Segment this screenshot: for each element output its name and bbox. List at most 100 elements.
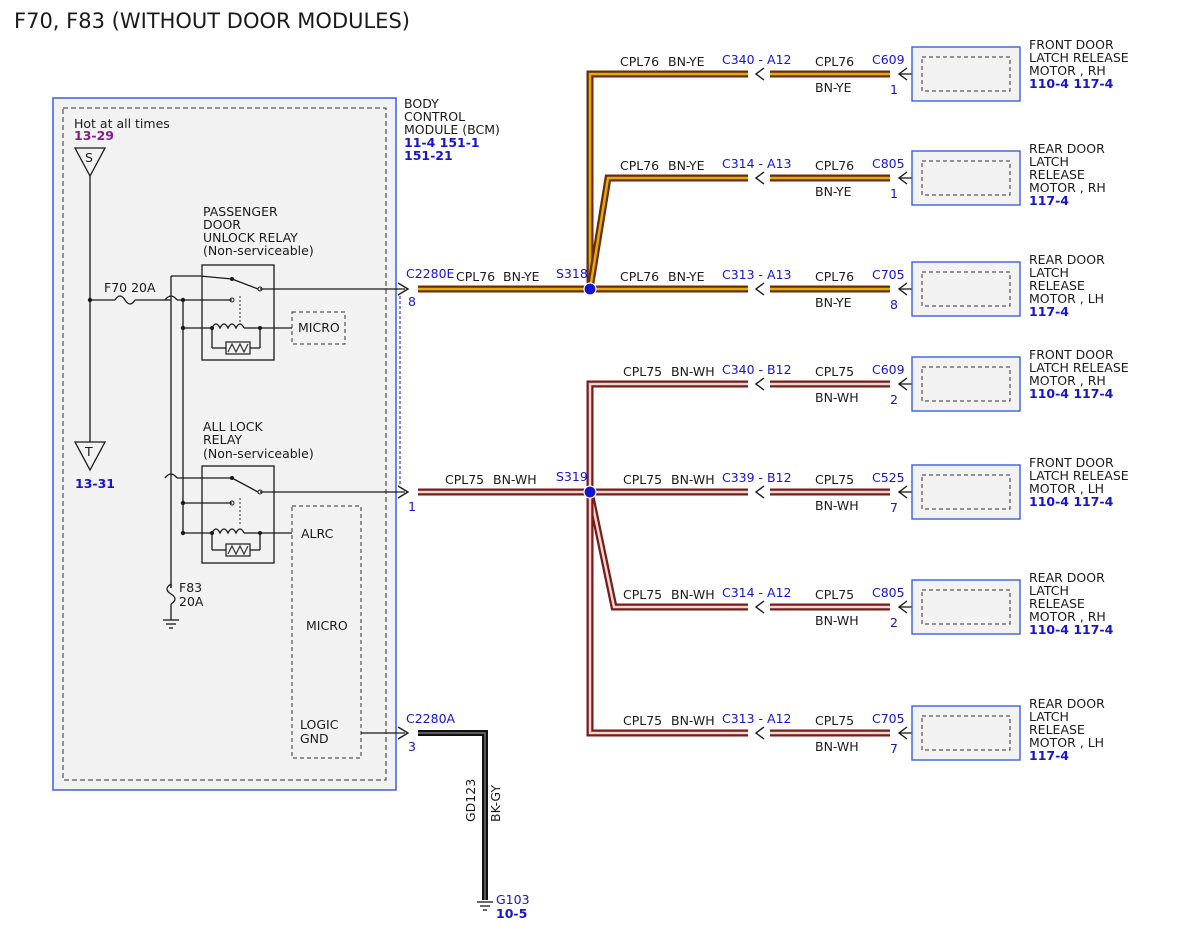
inline-connector-arrow [754, 282, 765, 296]
branch-inline-connector: C314 - A13 [722, 156, 792, 171]
motor-inner-dashed [921, 589, 1011, 625]
c2280e-pin1: 1 [408, 499, 416, 514]
bcm-module [52, 97, 397, 791]
passenger-door-unlock-relay [201, 264, 275, 361]
cpl75-harness [418, 380, 890, 737]
branch-color-left: BN-WH [671, 472, 715, 487]
branch-color-left: BN-YE [668, 269, 705, 284]
splice-t-label: T [84, 444, 93, 459]
c2280e-pin8-arrow [397, 282, 410, 296]
latch-release-motor [911, 150, 1021, 206]
splice-t-triangle [73, 441, 107, 472]
branch-circuit-right: CPL76 [815, 158, 854, 173]
branch-circuit-left: CPL76 [620, 158, 659, 173]
ground-name: G103 [496, 892, 530, 907]
latch-release-motor [911, 356, 1021, 412]
branch-motor-pin: 1 [890, 186, 898, 201]
branch-color-left: BN-YE [668, 158, 705, 173]
motor-ref: 117-4 [1029, 304, 1069, 319]
branch-circuit-right: CPL75 [815, 587, 854, 602]
c2280e-pin1-arrow [397, 485, 410, 499]
ground-wire-gd123 [418, 730, 493, 911]
inline-connector-arrow [754, 485, 765, 499]
motor-inner-dashed [921, 474, 1011, 510]
f70-fuse-symbol [114, 295, 136, 305]
motor-name-line: FRONT DOOR [1029, 347, 1114, 362]
f83-fuse-amp: 20A [179, 594, 204, 609]
bcm-inner-dashed [62, 107, 387, 781]
inline-connector-arrow [754, 600, 765, 614]
motor-ref: 110-4 117-4 [1029, 386, 1114, 401]
branch-color-right: BN-YE [815, 295, 852, 310]
motor-inner-dashed [921, 366, 1011, 402]
pass-relay-line1: PASSENGER [203, 204, 278, 219]
pass-relay-switch [231, 278, 259, 290]
ground-color: BK-GY [488, 785, 503, 822]
latch-release-motor [911, 705, 1021, 761]
logic-gnd-line2: GND [300, 731, 329, 746]
branch-circuit-right: CPL75 [815, 472, 854, 487]
motor-name-line: RELEASE [1029, 722, 1085, 737]
branch-color-left: BN-WH [671, 364, 715, 379]
branch-color-left: BN-WH [671, 587, 715, 602]
pass-relay-line4: (Non-serviceable) [203, 243, 314, 258]
motor-ref: 110-4 117-4 [1029, 494, 1114, 509]
motor-name-line: MOTOR , LH [1029, 481, 1104, 496]
bcm-ref-line2: 151-21 [404, 148, 453, 163]
motor-name-line: REAR DOOR [1029, 141, 1105, 156]
motor-inner-dashed [921, 56, 1011, 92]
pass-relay-line3: UNLOCK RELAY [203, 230, 298, 245]
c2280e-pin8: 8 [408, 294, 416, 309]
motor-name-line: MOTOR , RH [1029, 63, 1106, 78]
c2280a-pin3-arrow [397, 726, 410, 740]
branch-motor-connector: C525 [872, 470, 905, 485]
branch-circuit-left: CPL75 [623, 364, 662, 379]
branch-color-left: BN-YE [668, 54, 705, 69]
latch-release-motor [911, 579, 1021, 635]
latch-release-motor [911, 464, 1021, 520]
motor-name-line: LATCH [1029, 583, 1069, 598]
trunk-cpl75-color: BN-WH [493, 472, 537, 487]
branch-circuit-left: CPL76 [620, 269, 659, 284]
branch-circuit-left: CPL75 [623, 587, 662, 602]
all-lock-relay-line1: ALL LOCK [203, 419, 264, 434]
motor-ref: 117-4 [1029, 193, 1069, 208]
branch-circuit-right: CPL75 [815, 364, 854, 379]
inline-connector-arrow [754, 377, 765, 391]
motor-name-line: RELEASE [1029, 596, 1085, 611]
motor-name-line: LATCH [1029, 154, 1069, 169]
motor-name-line: FRONT DOOR [1029, 37, 1114, 52]
motor-name-line: REAR DOOR [1029, 252, 1105, 267]
branch-inline-connector: C313 - A12 [722, 711, 792, 726]
micro-label-1: MICRO [298, 320, 340, 335]
motor-name-line: LATCH RELEASE [1029, 50, 1129, 65]
branch-color-right: BN-WH [815, 613, 859, 628]
branch-circuit-left: CPL76 [620, 54, 659, 69]
motor-name-line: LATCH [1029, 265, 1069, 280]
motor-inner-dashed [921, 271, 1011, 307]
splice-s319-label: S319 [556, 469, 588, 484]
trunk-cpl76-circuit: CPL76 [456, 269, 495, 284]
f83-fuse-name: F83 [179, 580, 202, 595]
inline-connector-arrow [754, 67, 765, 81]
motor-name-line: MOTOR , RH [1029, 609, 1106, 624]
splice-s-label: S [85, 150, 93, 165]
branch-inline-connector: C340 - A12 [722, 52, 792, 67]
bcm-name-line3: MODULE (BCM) [404, 122, 500, 137]
splice-s-triangle [73, 147, 107, 178]
motor-ref: 117-4 [1029, 748, 1069, 763]
branch-motor-pin: 2 [890, 615, 898, 630]
pass-relay-coil [211, 323, 245, 330]
c2280e-label: C2280E [406, 266, 455, 281]
branch-circuit-left: CPL75 [623, 472, 662, 487]
hot-ref: 13-29 [74, 128, 114, 143]
branch-circuit-right: CPL76 [815, 54, 854, 69]
motor-ref: 110-4 117-4 [1029, 76, 1114, 91]
ground-circuit: GD123 [463, 779, 478, 822]
motor-name-line: MOTOR , RH [1029, 373, 1106, 388]
logic-gnd-line1: LOGIC [300, 717, 339, 732]
latch-release-motor [911, 261, 1021, 317]
branch-color-right: BN-YE [815, 80, 852, 95]
motor-name-line: MOTOR , LH [1029, 735, 1104, 750]
